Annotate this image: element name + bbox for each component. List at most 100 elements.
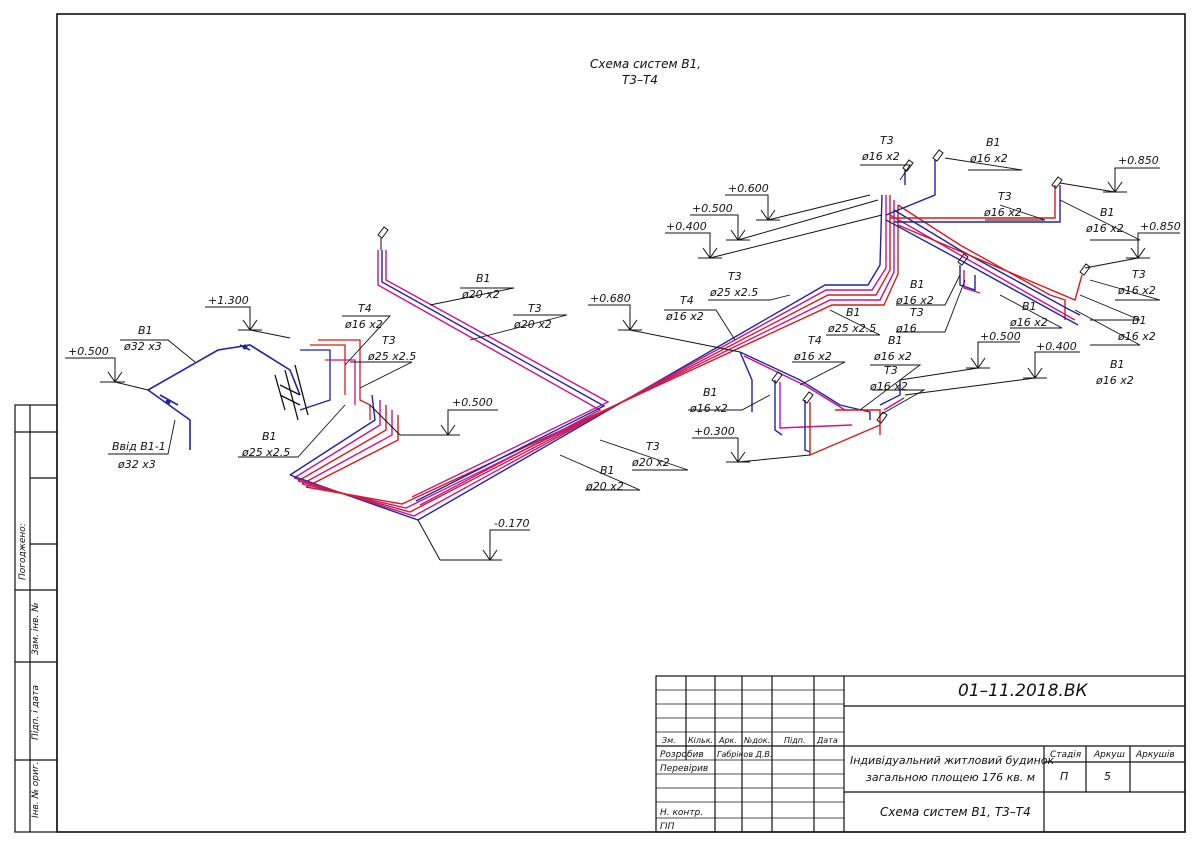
header-data: Дата: [816, 736, 838, 745]
label-b1-20-bot-name: В1: [600, 464, 615, 477]
label-t3-20-top-size: ø20 x2: [513, 318, 552, 331]
label-b1-r1-name: В1: [910, 278, 925, 291]
pipe-b1-t3-upper-left: [377, 250, 610, 506]
label-b1-mid-size: ø25 x2.5: [827, 322, 876, 335]
label-t3-tr-size: ø16 x2: [983, 206, 1022, 219]
label-b1-tr-size: ø16 x2: [1085, 222, 1124, 235]
label-t3-tr-name: Т3: [998, 190, 1012, 203]
elevation-0500-r: +0.500: [980, 330, 1021, 343]
pipe-low-leader: [417, 519, 441, 561]
label-t3-r1-name: Т3: [910, 306, 924, 319]
label-b1-20-bot-size: ø20 x2: [585, 480, 624, 493]
label-b1-far-size: ø16 x2: [1117, 330, 1156, 343]
label-b1-32-size: ø32 x3: [123, 340, 162, 353]
valve-entry: [165, 399, 171, 405]
label-t3-top-size: ø16 x2: [861, 150, 900, 163]
label-t4-mid2-size: ø16 x2: [793, 350, 832, 363]
label-b1-mid2-size: ø16 x2: [689, 402, 728, 415]
elevation-1300: +1.300: [208, 294, 249, 307]
header-sheet: Аркуш: [1093, 750, 1125, 760]
diagram-title-line1: Схема систем В1,: [590, 57, 701, 71]
stamp-pidp-data: Підп. і дата: [31, 685, 41, 740]
label-b1-r1-size: ø16 x2: [895, 294, 934, 307]
label-t4-mid-name: Т4: [680, 294, 694, 307]
value-stage: П: [1060, 770, 1068, 783]
label-b1-far-name: В1: [1132, 314, 1147, 327]
project-name-line1: Індивідуальний житловий будинок: [850, 754, 1055, 767]
label-b1-mid-name: В1: [846, 306, 861, 319]
header-ndok: №док.: [743, 736, 770, 745]
label-b1-r2-size: ø16 x2: [1009, 316, 1048, 329]
label-t3-left-size: ø25 x2.5: [367, 350, 416, 363]
label-b1-b16-name: В1: [1110, 358, 1125, 371]
title-block-grid: [655, 675, 1186, 833]
elevation-0300: +0.300: [694, 425, 735, 438]
valve-upper: [242, 344, 248, 350]
label-t3-top-name: Т3: [880, 134, 894, 147]
label-t3-far-size: ø16 x2: [1117, 284, 1156, 297]
label-t3-r1-size: ø16: [895, 322, 917, 335]
label-b1-top-name: В1: [986, 136, 1001, 149]
pipe-upper-right: [885, 160, 1083, 326]
role-person: Габріков Д.В.: [717, 750, 772, 759]
label-b1-b16-size: ø16 x2: [1095, 374, 1134, 387]
diagram-title-line2: Т3–Т4: [622, 73, 658, 87]
label-t3-mid-size: ø25 x2.5: [709, 286, 758, 299]
elevation-0400-top: +0.400: [666, 220, 707, 233]
drawing-name: Схема систем В1, Т3–Т4: [880, 805, 1031, 819]
stamp-zam-inv: Зам. інв. №: [31, 602, 41, 655]
elevation-0500-mid: +0.500: [452, 396, 493, 409]
label-t4-left-size: ø16 x2: [344, 318, 383, 331]
role-rozrobyv: Розробив: [660, 750, 704, 760]
pipe-bundle-main: [289, 194, 899, 521]
label-t3-mid-name: Т3: [728, 270, 742, 283]
label-t4-mid-size: ø16 x2: [665, 310, 704, 323]
label-b1-25-left-size: ø25 x2.5: [241, 446, 290, 459]
elevation-0500-top: +0.500: [692, 202, 733, 215]
label-t3-20-top-name: Т3: [528, 302, 542, 315]
label-b1-32-name: В1: [138, 324, 153, 337]
label-vvid-size: ø32 x3: [117, 458, 156, 471]
label-t3-r2-size: ø16 x2: [869, 380, 908, 393]
label-b1-tr-name: В1: [1100, 206, 1115, 219]
header-zm: Зм.: [662, 736, 676, 745]
label-t3-20-bot-size: ø20 x2: [631, 456, 670, 469]
label-t3-20-bot-name: Т3: [646, 440, 660, 453]
project-name-line2: загальною площею 176 кв. м: [866, 771, 1035, 784]
header-sheets: Аркушів: [1135, 750, 1175, 760]
elevation-0400-r: +0.400: [1036, 340, 1077, 353]
drawing-frame: [56, 13, 1186, 833]
elevation-0850-b: +0.850: [1140, 220, 1181, 233]
role-gip: ГІП: [660, 822, 675, 832]
pipe-branch-mid: [739, 351, 905, 457]
header-stage: Стадія: [1050, 750, 1082, 760]
elevation-leaders: [65, 167, 1180, 561]
label-b1-top-size: ø16 x2: [969, 152, 1008, 165]
elevation-0500-left: +0.500: [68, 345, 109, 358]
header-pidp: Підп.: [784, 736, 806, 745]
label-t4-mid2-name: Т4: [808, 334, 822, 347]
label-vvid-name: Ввід В1-1: [112, 440, 166, 453]
label-t3-far-name: Т3: [1132, 268, 1146, 281]
pipe-b1-entry: [146, 344, 301, 450]
label-b1-mid2-name: В1: [703, 386, 718, 399]
label-t4-left-name: Т4: [358, 302, 372, 315]
elevation-0170: -0.170: [494, 517, 529, 530]
title-block-code: 01–11.2018.ВК: [958, 681, 1088, 701]
stamp-inv-orig: Інв. № ориг.: [31, 762, 41, 818]
side-stamp: [14, 404, 58, 833]
role-n-kontr: Н. контр.: [660, 808, 703, 818]
label-t3-r2-name: Т3: [884, 364, 898, 377]
riser-block-left: [274, 339, 371, 421]
elevation-0680: +0.680: [590, 292, 631, 305]
header-kilk: Кільк.: [688, 736, 713, 745]
role-pereviryv: Перевірив: [660, 764, 708, 774]
label-b1-r2-name: В1: [1022, 300, 1037, 313]
fixture-upper-left: [377, 226, 389, 250]
header-ark: Арк.: [718, 736, 737, 745]
label-b1-20-top-size: ø20 x2: [461, 288, 500, 301]
label-t3-left-name: Т3: [382, 334, 396, 347]
value-sheet: 5: [1104, 770, 1111, 783]
label-b1-20-top-name: В1: [476, 272, 491, 285]
label-b1-r3-size: ø16 x2: [873, 350, 912, 363]
